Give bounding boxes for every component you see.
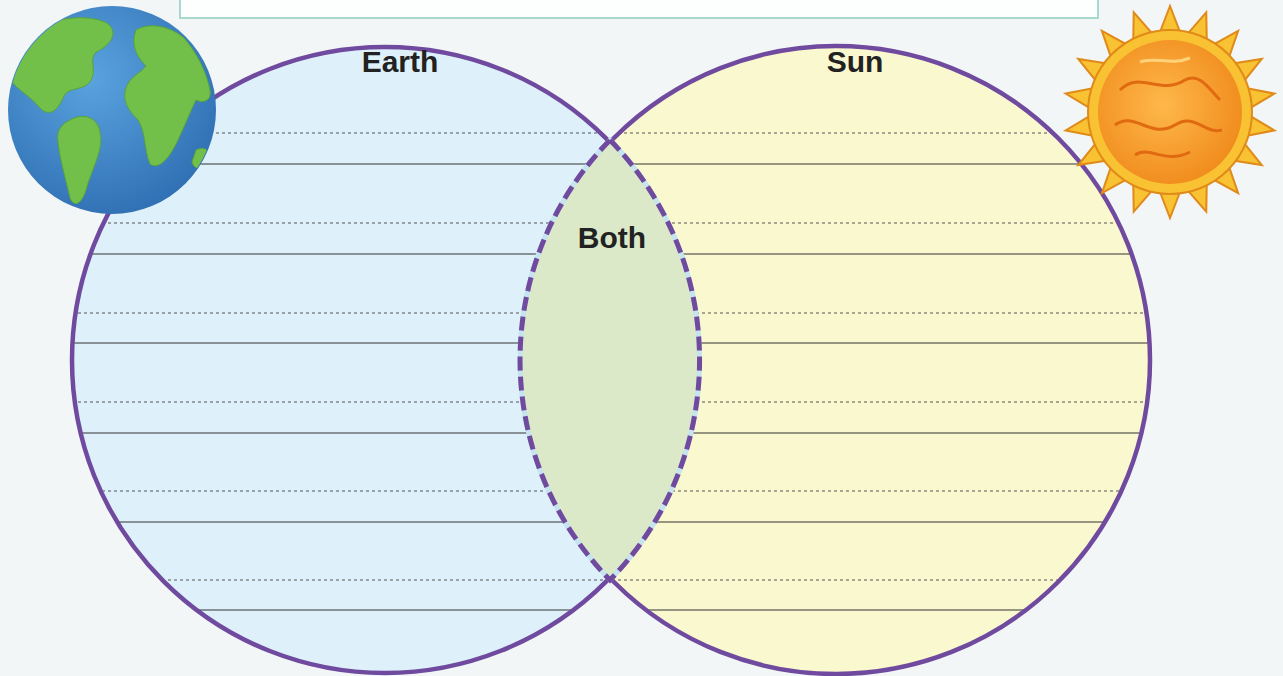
top-panel	[180, 0, 1098, 18]
overlap-shape	[520, 138, 702, 582]
venn-circle: EarthBoth	[70, 45, 700, 675]
circle-label: Sun	[827, 44, 884, 80]
earth-globe	[8, 6, 216, 214]
dashed-lines	[60, 133, 1160, 580]
venn-circle: Sun	[520, 44, 1152, 676]
circle-label: Both	[578, 220, 646, 256]
circle-label: Earth	[362, 44, 439, 80]
circle-shape	[520, 44, 1152, 676]
sun-picture	[1064, 6, 1276, 218]
venn-overlap: Both	[520, 138, 702, 582]
